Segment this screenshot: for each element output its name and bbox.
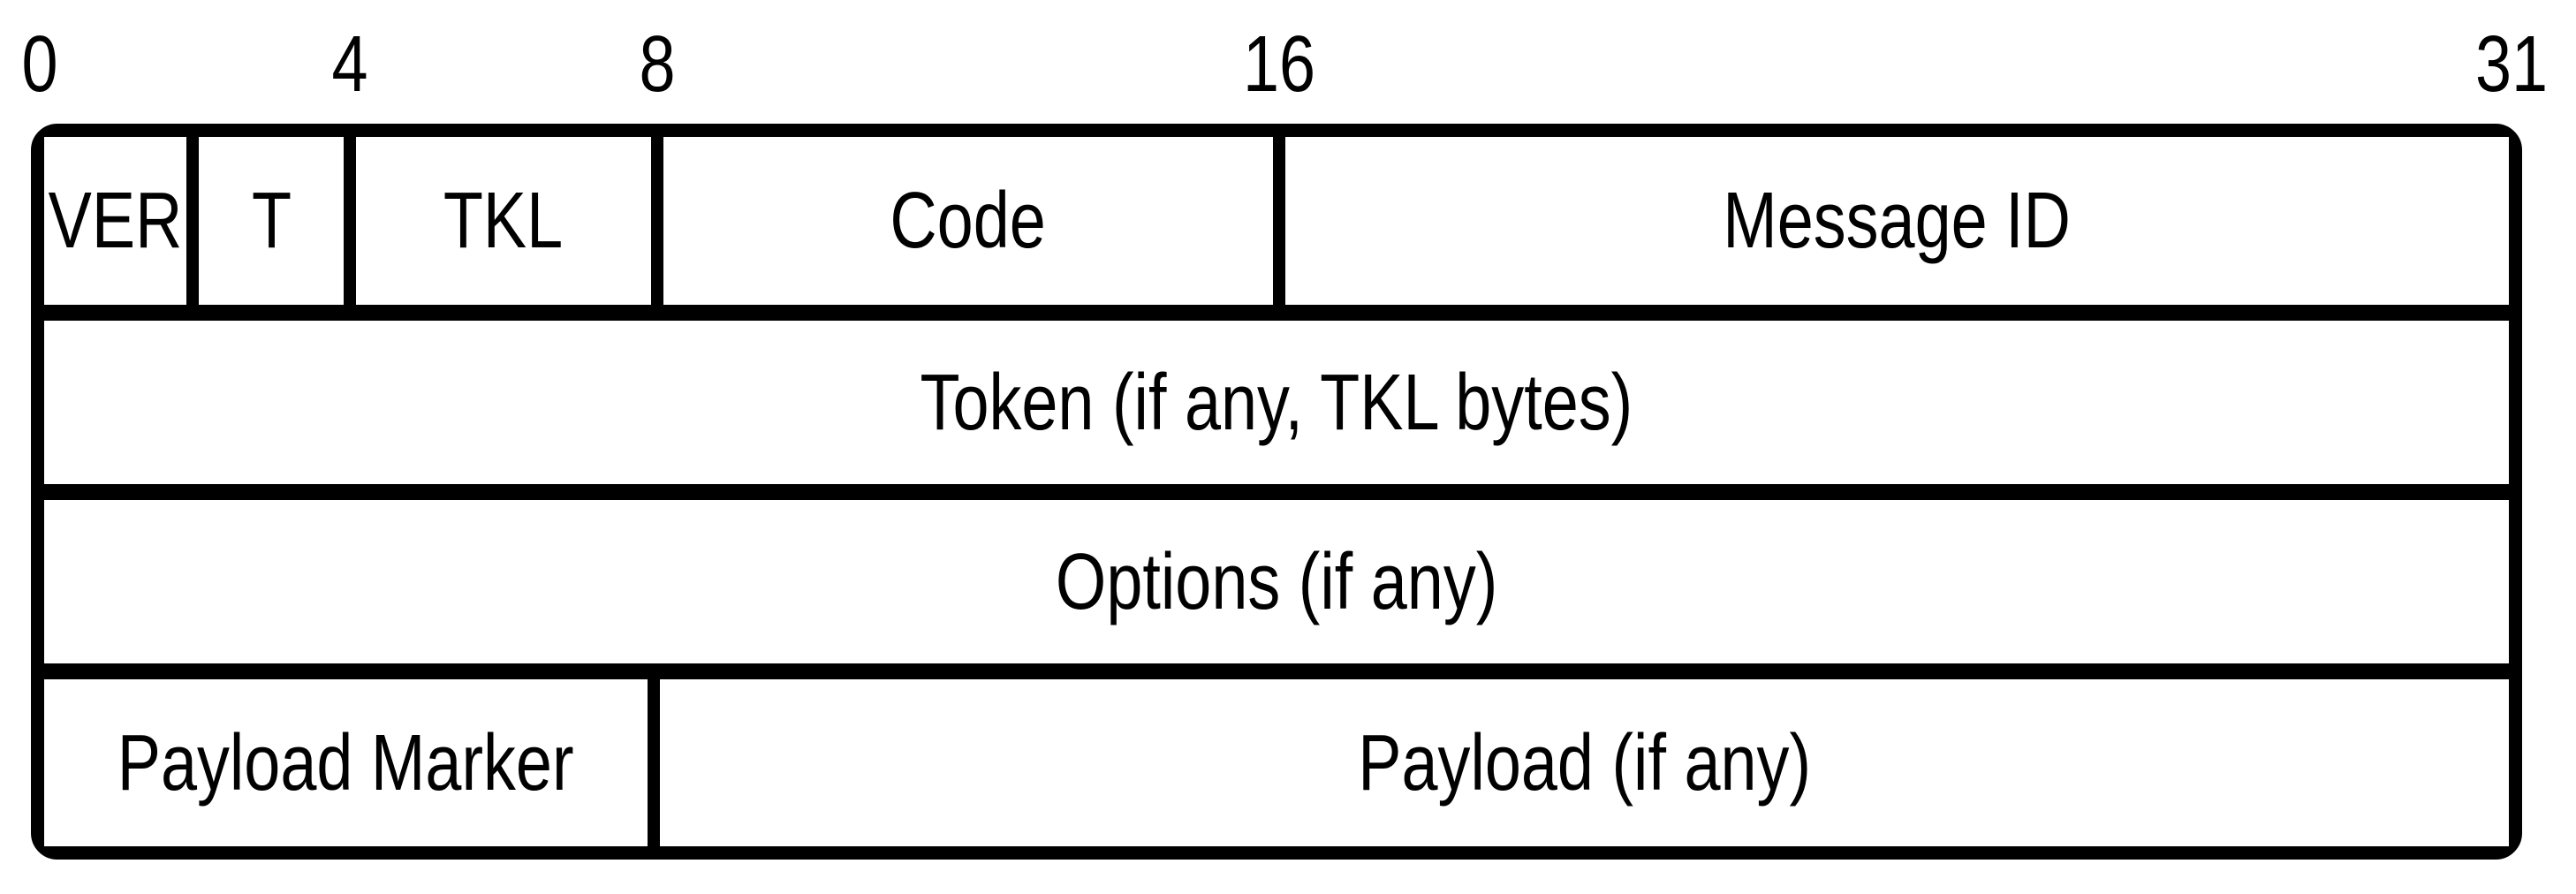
packet-outline: VER T TKL Code Message ID Token (if any,… <box>31 124 2522 860</box>
divider-ver-t <box>186 137 199 305</box>
field-payload-marker: Payload Marker <box>44 679 648 846</box>
field-code: Code <box>663 137 1273 305</box>
field-tkl: TKL <box>356 137 651 305</box>
bit-label-0: 0 <box>21 20 58 109</box>
bit-label-31: 31 <box>2474 20 2549 109</box>
token-row: Token (if any, TKL bytes) <box>44 321 2509 484</box>
field-t: T <box>199 137 344 305</box>
separator-header-token <box>44 305 2509 321</box>
divider-tkl-code <box>651 137 663 305</box>
divider-code-messageid <box>1273 137 1285 305</box>
bit-label-4: 4 <box>331 20 368 109</box>
field-message-id: Message ID <box>1285 137 2509 305</box>
bit-label-16: 16 <box>1242 20 1316 109</box>
bit-label-8: 8 <box>639 20 676 109</box>
separator-options-payload <box>44 663 2509 679</box>
field-options: Options (if any) <box>44 500 2509 663</box>
divider-payloadmarker-payload <box>648 679 660 846</box>
field-ver: VER <box>44 137 186 305</box>
separator-token-options <box>44 484 2509 500</box>
bit-ruler: 0 4 8 16 31 <box>0 0 2576 108</box>
payload-row: Payload Marker Payload (if any) <box>44 679 2509 846</box>
field-payload: Payload (if any) <box>660 679 2509 846</box>
field-token: Token (if any, TKL bytes) <box>44 321 2509 484</box>
options-row: Options (if any) <box>44 500 2509 663</box>
header-row: VER T TKL Code Message ID <box>44 137 2509 305</box>
divider-t-tkl <box>344 137 356 305</box>
